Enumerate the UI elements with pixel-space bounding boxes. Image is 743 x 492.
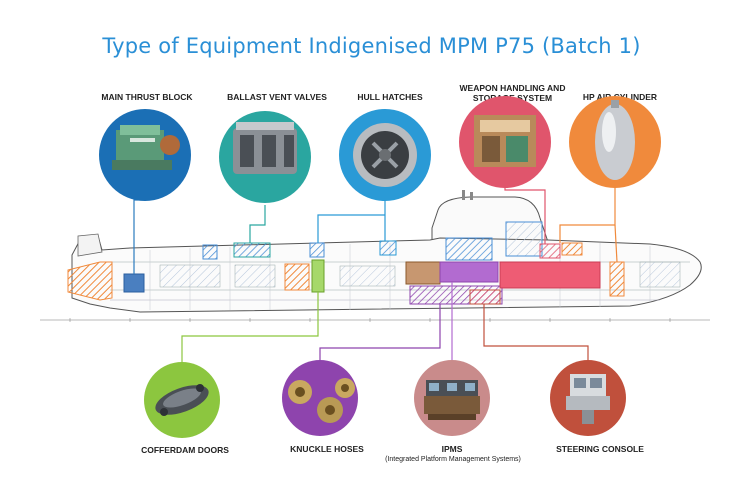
label-ipms-sub: (Integrated Platform Management Systems) <box>385 456 521 463</box>
zone-main-thrust-block <box>123 273 145 293</box>
circle-ipms <box>414 360 490 436</box>
label-steering-console: STEERING CONSOLE <box>556 444 644 454</box>
label-cofferdam-doors: COFFERDAM DOORS <box>141 445 229 455</box>
zone-ballast-2 <box>233 242 271 258</box>
equipment-zones <box>67 221 625 305</box>
circle-hull-hatches <box>339 109 431 201</box>
zone-stern-orange <box>67 261 113 301</box>
zone-hull-hatch-1 <box>379 240 397 256</box>
zone-weapon-top <box>539 243 561 259</box>
zone-ballast-1 <box>202 244 218 260</box>
circle-cofferdam-doors <box>144 362 220 438</box>
zone-sail-equipment <box>505 221 543 257</box>
label-ballast-vent-valves: BALLAST VENT VALVES <box>227 92 327 102</box>
zone-hull-hatch-2 <box>445 237 493 261</box>
zone-orange-mid <box>284 263 310 291</box>
submarine-hull <box>40 190 710 322</box>
page-title: Type of Equipment Indigenised MPM P75 (B… <box>102 34 641 58</box>
zone-hp-air-2 <box>609 261 625 297</box>
zone-weapon-handling <box>499 261 601 289</box>
zone-hp-air-1 <box>561 242 583 256</box>
circle-weapon-handling <box>459 96 551 188</box>
zone-ipms <box>439 261 499 283</box>
connector-lines <box>133 175 618 368</box>
label-hull-hatches: HULL HATCHES <box>357 92 423 102</box>
label-main-thrust-block: MAIN THRUST BLOCK <box>101 92 193 102</box>
label-weapon-handling-line1: WEAPON HANDLING AND <box>459 83 566 93</box>
circle-ballast-vent-valves <box>219 111 311 203</box>
zone-ballast-3 <box>309 242 325 258</box>
zone-cofferdam <box>311 259 325 293</box>
zone-steering <box>469 289 501 305</box>
circle-steering-console <box>550 360 626 436</box>
label-knuckle-hoses: KNUCKLE HOSES <box>290 444 364 454</box>
circle-hp-air-cylinder <box>569 96 661 188</box>
label-ipms: IPMS <box>441 444 463 454</box>
circle-main-thrust-block <box>99 109 191 201</box>
circle-knuckle-hoses <box>282 360 358 436</box>
zone-brown <box>405 261 441 285</box>
